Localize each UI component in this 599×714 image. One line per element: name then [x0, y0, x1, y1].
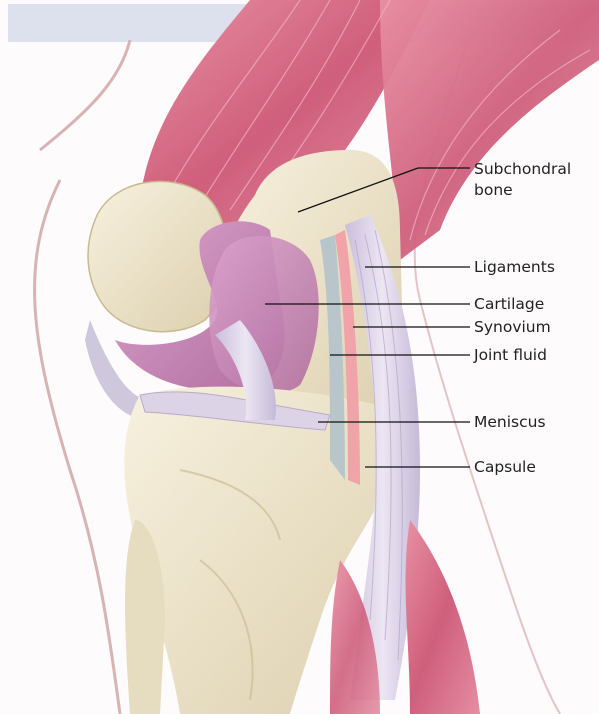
label-joint-fluid: Joint fluid: [474, 345, 547, 366]
label-synovium: Synovium: [474, 317, 551, 338]
label-subchondral-bone: Subchondral bone: [474, 159, 571, 201]
label-ligaments: Ligaments: [474, 257, 555, 278]
hamstring-muscle: [380, 0, 599, 260]
label-cartilage: Cartilage: [474, 294, 544, 315]
label-meniscus: Meniscus: [474, 412, 546, 433]
calf-muscle: [406, 520, 480, 714]
label-subchondral-line1: Subchondral: [474, 160, 571, 178]
label-subchondral-line2: bone: [474, 181, 513, 199]
label-capsule: Capsule: [474, 457, 536, 478]
